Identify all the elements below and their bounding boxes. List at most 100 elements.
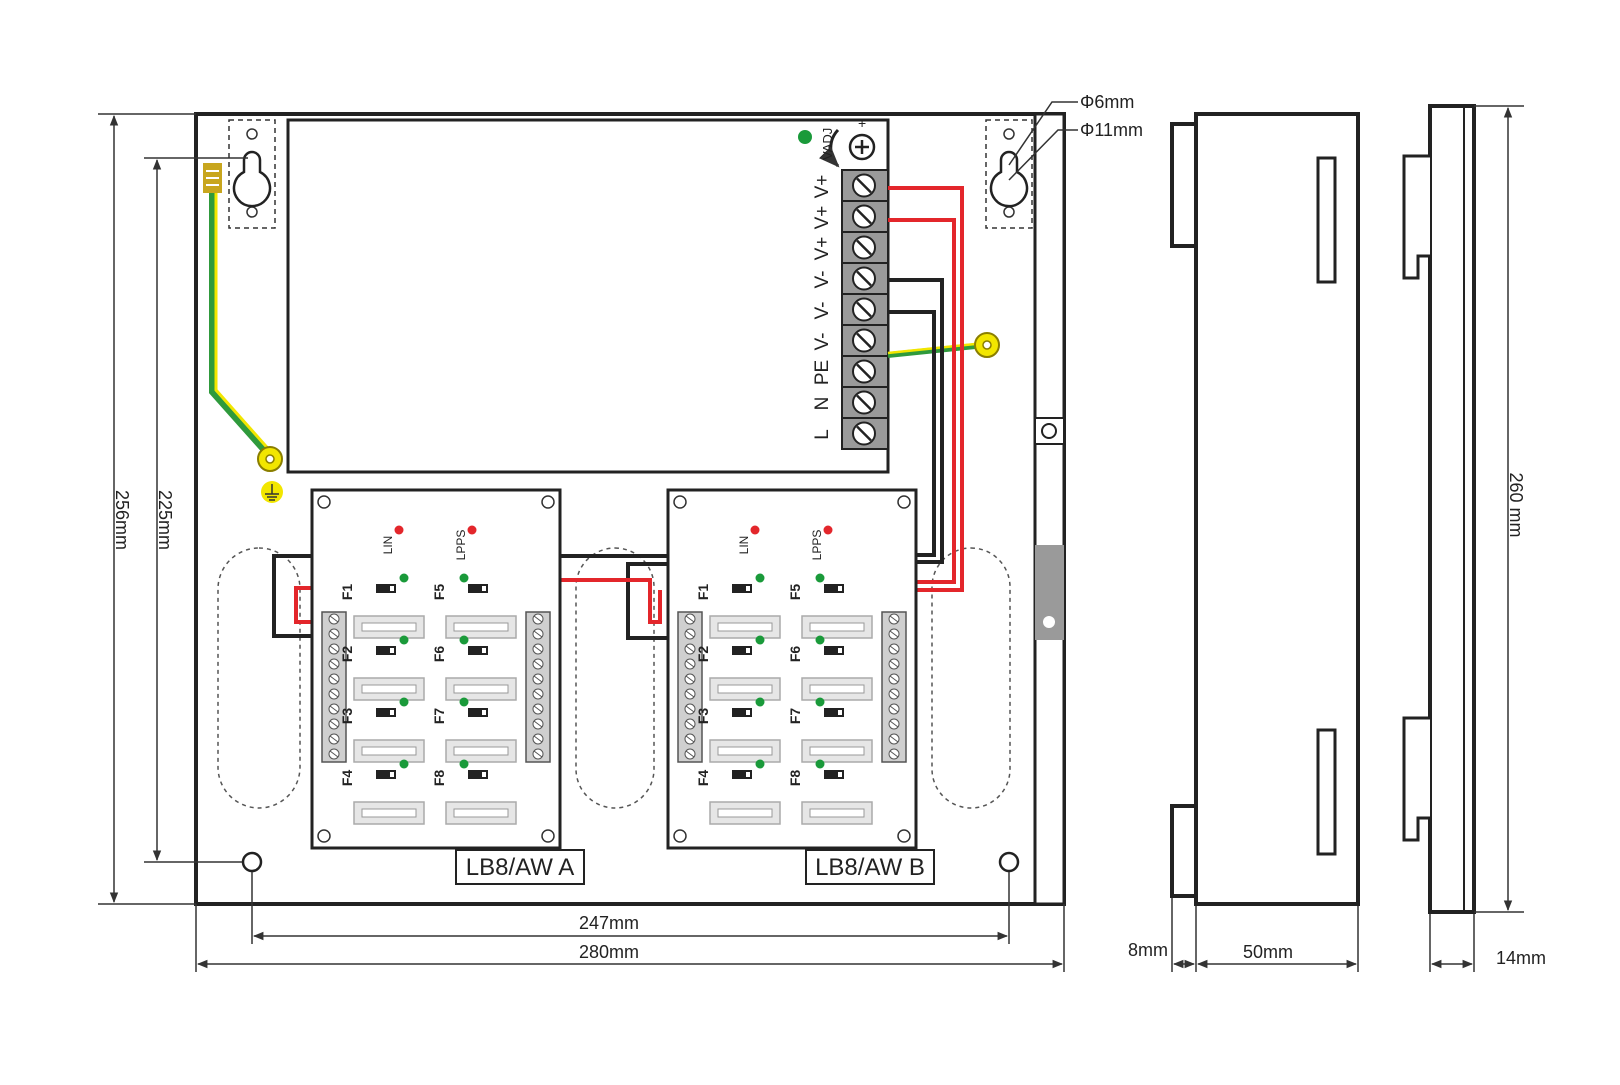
jumper-positive-ab (558, 578, 662, 624)
fuse-led (459, 635, 469, 645)
terminal-label: V+ (812, 237, 833, 261)
terminal-screw-slot (856, 394, 872, 411)
module-mount-hole (317, 829, 331, 843)
front-dimensions (98, 101, 1078, 972)
cutout-middle (575, 547, 655, 809)
fuse-label: F1 (695, 584, 711, 601)
fuse-led (459, 759, 469, 769)
fuse-indicator-body (732, 646, 752, 655)
terminal-label: V+ (812, 206, 833, 230)
dim-hole-large: Φ11mm (1080, 120, 1143, 140)
strip-screw-slot (889, 630, 899, 638)
fuse-indicator-pin (390, 772, 394, 777)
fuse-led (755, 573, 765, 583)
psu-led (798, 130, 812, 144)
module-mount-hole (897, 829, 911, 843)
fuse-led (815, 759, 825, 769)
strip-screw-slot (533, 735, 543, 743)
strip-screw-slot (889, 690, 899, 698)
led-pps-label: LPPS (810, 530, 824, 561)
strip-screw-slot (685, 660, 695, 668)
door-hinge-bottom (1402, 716, 1430, 842)
module-mount-hole (317, 495, 331, 509)
strip-screw-slot (533, 660, 543, 668)
led-in-indicator (394, 525, 404, 535)
strip-screw-slot (329, 630, 339, 638)
fuse-label: F3 (695, 708, 711, 725)
dim-depth-14: 14mm (1496, 948, 1546, 968)
fuse-element (453, 684, 509, 694)
terminal-label: PE (812, 360, 833, 385)
terminal-label: L (812, 429, 833, 440)
strip-screw-slot (533, 720, 543, 728)
fuse-indicator-body (376, 646, 396, 655)
fuse-indicator-pin (390, 648, 394, 653)
fuse-element (717, 684, 773, 694)
cutout-right (931, 547, 1011, 809)
fuse-element (361, 808, 417, 818)
module-a-label-box (455, 849, 585, 885)
fuse-indicator-pin (838, 586, 842, 591)
terminal-screw-slot (856, 363, 872, 380)
led-pps-indicator (467, 525, 477, 535)
strip-screw-slot (533, 690, 543, 698)
fuse-led (815, 635, 825, 645)
module-board (310, 488, 562, 850)
strip-screw-slot (889, 735, 899, 743)
fuse-indicator-pin (838, 772, 842, 777)
fuse-led (755, 759, 765, 769)
vadj-plus-label: + (858, 115, 866, 131)
fuse-label: F2 (339, 646, 355, 663)
strip-screw-slot (329, 675, 339, 683)
strip-screw-slot (685, 645, 695, 653)
fuse-label: F1 (339, 584, 355, 601)
strip-screw-slot (533, 705, 543, 713)
led-pps-indicator (823, 525, 833, 535)
dim-width-247: 247mm (579, 913, 639, 933)
hinge-strip (1033, 112, 1066, 906)
led-in-indicator (750, 525, 760, 535)
fuse-element (453, 746, 509, 756)
fuse-indicator-pin (482, 772, 486, 777)
fuse-indicator-pin (746, 710, 750, 715)
fuse-indicator-body (376, 708, 396, 717)
fuse-element (361, 622, 417, 632)
fuse-label: F6 (431, 646, 447, 663)
dim-width-280: 280mm (579, 942, 639, 962)
fuse-element (809, 746, 865, 756)
fuse-element (809, 684, 865, 694)
fuse-indicator-pin (746, 772, 750, 777)
fuse-indicator-body (824, 770, 844, 779)
terminal-screw-slot (856, 239, 872, 256)
fuse-indicator-pin (838, 710, 842, 715)
negative-wire-2 (888, 310, 936, 557)
fuse-indicator-body (824, 708, 844, 717)
fuse-indicator-pin (482, 586, 486, 591)
fuse-indicator-body (468, 646, 488, 655)
fuse-indicator-body (824, 646, 844, 655)
fuse-label: F6 (787, 646, 803, 663)
mount-hole-right (998, 851, 1020, 873)
fuse-indicator-body (732, 770, 752, 779)
fuse-indicator-pin (746, 586, 750, 591)
dim-height-260: 260 mm (1506, 472, 1526, 537)
lock-hole (1043, 616, 1055, 628)
fuse-led (459, 573, 469, 583)
strip-screw-slot (329, 690, 339, 698)
fuse-led (399, 759, 409, 769)
positive-wire-2 (888, 218, 956, 584)
fuse-indicator-body (732, 708, 752, 717)
fuse-indicator-pin (390, 710, 394, 715)
door-dimensions (1429, 105, 1524, 972)
module-a-label: LB8/AW A (466, 854, 575, 881)
fuse-led (815, 573, 825, 583)
strip-screw-slot (329, 720, 339, 728)
fuse-indicator-body (468, 584, 488, 593)
fuse-led (459, 697, 469, 707)
terminal-screw-slot (856, 177, 872, 194)
negative-wire-1 (888, 278, 944, 564)
module-mount-hole (541, 829, 555, 843)
side-slot-top (1316, 156, 1337, 284)
